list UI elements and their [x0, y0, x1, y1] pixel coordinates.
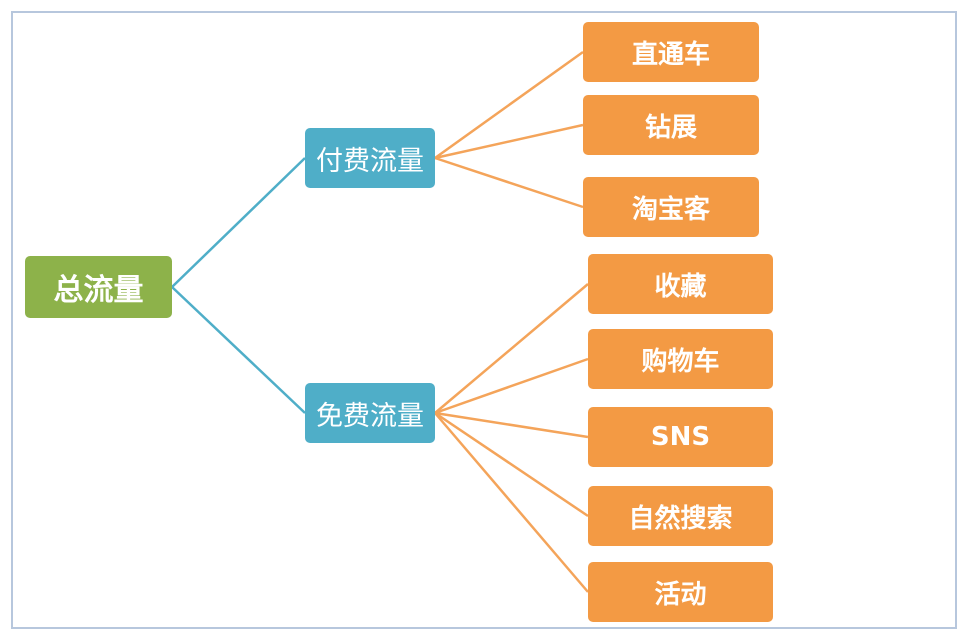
leaf-node-free-2: 购物车 [588, 329, 773, 389]
link-free-5 [434, 412, 589, 593]
link-free-4 [434, 411, 589, 518]
branch-node-free-traffic: 免费流量 [305, 383, 435, 443]
leaf-node-free-3: SNS [588, 407, 773, 467]
leaf-node-free-4: 自然搜索 [588, 486, 773, 546]
leaf-node-free-1: 收藏 [588, 254, 773, 314]
diagram-frame [11, 11, 957, 629]
branch-node-paid-traffic: 付费流量 [305, 128, 435, 188]
root-node-total-traffic: 总流量 [25, 256, 172, 318]
link-root-free [171, 286, 306, 414]
leaf-node-paid-3: 淘宝客 [583, 177, 759, 237]
link-paid-2 [434, 123, 584, 160]
link-free-1 [434, 283, 589, 414]
leaf-node-paid-2: 钻展 [583, 95, 759, 155]
link-paid-1 [434, 50, 584, 160]
leaf-node-paid-1: 直通车 [583, 22, 759, 82]
link-root-paid [171, 157, 306, 288]
link-paid-3 [434, 156, 584, 209]
leaf-node-free-5: 活动 [588, 562, 773, 622]
link-free-2 [434, 357, 589, 415]
link-free-3 [434, 411, 589, 439]
